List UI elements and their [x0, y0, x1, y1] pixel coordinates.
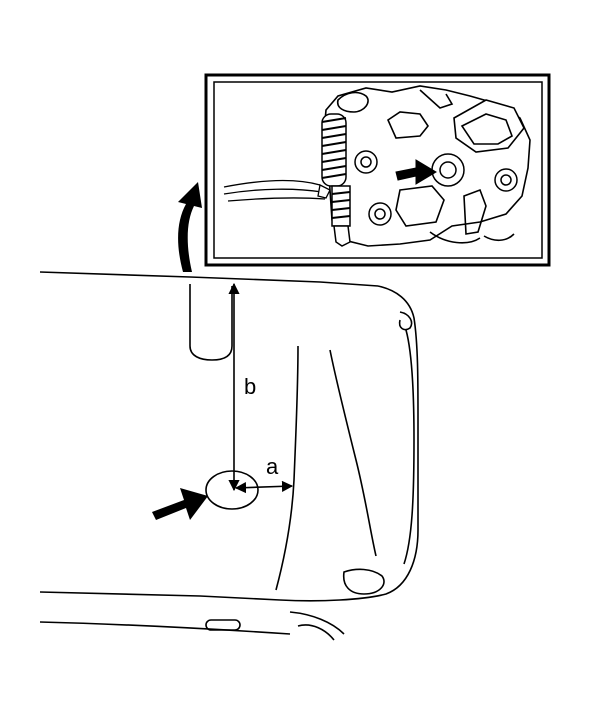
dimension-lines: b a: [228, 282, 294, 494]
latch-tab: [189, 284, 233, 361]
solid-arrow-icon: [395, 159, 437, 185]
inset-detail-view: [204, 73, 551, 267]
coil-spring: [321, 113, 351, 247]
cable-wires: [223, 180, 331, 202]
inset-bolts: [354, 150, 518, 226]
housing-inner-contour: [275, 345, 299, 591]
bottom-plate: [39, 591, 281, 601]
solid-arrow-icon: [152, 488, 208, 520]
panel-top-edge: [39, 271, 379, 287]
dimension-a-line: [234, 480, 294, 494]
curved-arrow-icon: [178, 182, 202, 272]
main-assembly-view: [39, 271, 419, 641]
striker-pin: [205, 470, 259, 510]
dimension-b-label: b: [244, 374, 256, 399]
striker-housing: [279, 285, 419, 602]
inset-frame-inner: [213, 81, 543, 259]
dimension-a-label: a: [266, 454, 279, 479]
slot-hole: [205, 619, 241, 631]
